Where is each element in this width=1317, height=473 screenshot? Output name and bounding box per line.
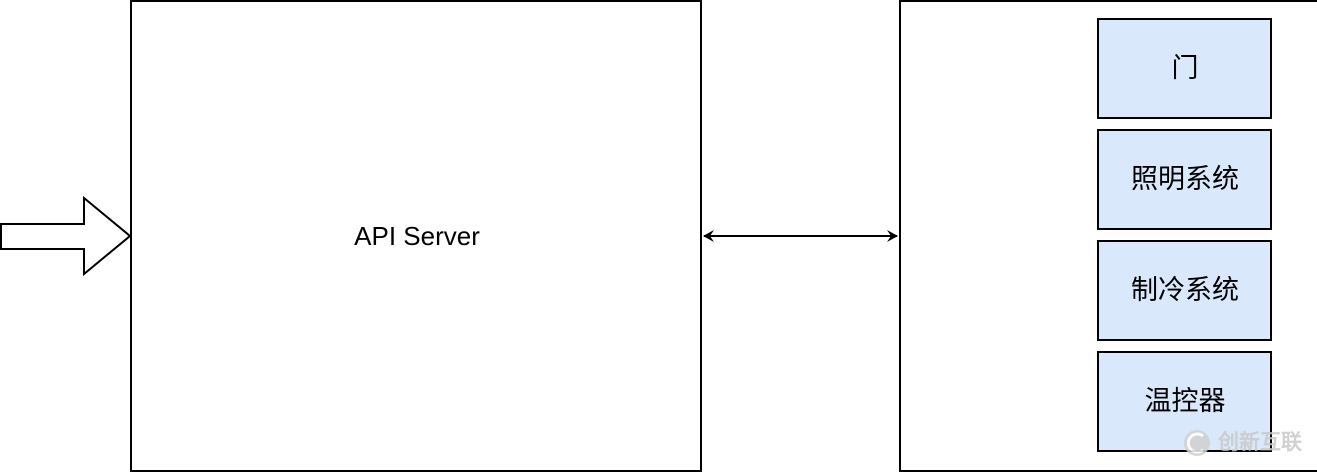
device-box-thermostat <box>1097 351 1272 452</box>
api-server-label: API Server <box>354 221 480 251</box>
watermark-text: 创新互联 <box>1217 430 1302 454</box>
api-server-box <box>130 0 702 472</box>
watermark: 创新互联 <box>1184 430 1302 456</box>
device-box-door <box>1097 18 1272 119</box>
device-box-lighting <box>1097 129 1272 230</box>
device-label-door: 门 <box>1172 53 1199 83</box>
device-list: 门 照明系统 制冷系统 温控器 <box>1097 18 1272 452</box>
device-label-thermostat: 温控器 <box>1145 386 1226 416</box>
incoming-request-arrow <box>0 195 132 277</box>
device-label-lighting: 照明系统 <box>1131 164 1239 194</box>
device-box-cooling <box>1097 240 1272 341</box>
device-label-cooling: 制冷系统 <box>1131 275 1239 305</box>
